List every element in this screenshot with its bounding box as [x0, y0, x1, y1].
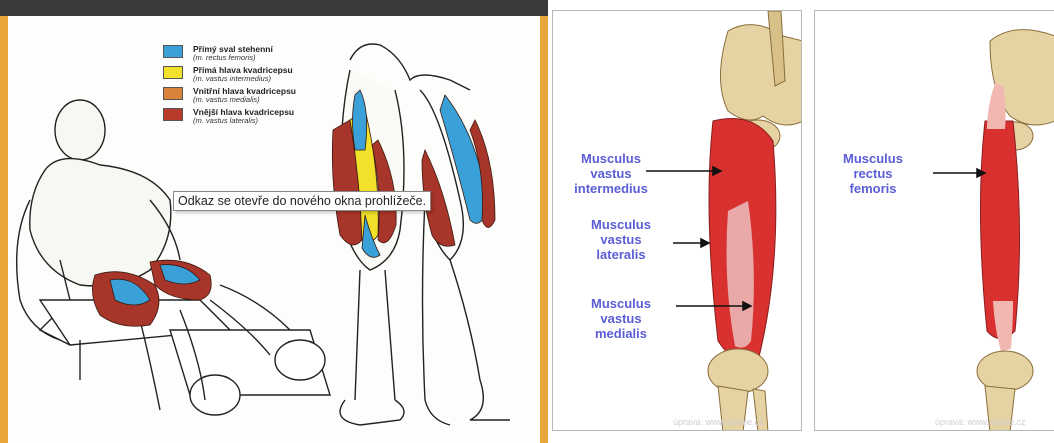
- label-line: intermedius: [571, 181, 651, 196]
- legend-swatch: [163, 45, 183, 58]
- label-line: Musculus: [571, 217, 671, 232]
- front-shin-bones: [355, 270, 395, 400]
- label-line: vastus: [571, 232, 671, 247]
- arrow-lateralis-head: [701, 239, 709, 247]
- legend-latin: (m. vastus lateralis): [193, 116, 258, 125]
- label-line: femoris: [833, 181, 913, 196]
- label-vastus-lateralis: Musculus vastus lateralis: [571, 217, 671, 262]
- label-line: rectus: [833, 166, 913, 181]
- knee-bone: [977, 351, 1033, 391]
- thigh-anatomy-drawing: [815, 11, 1054, 431]
- legend-swatch: [163, 108, 183, 121]
- label-line: vastus: [571, 166, 651, 181]
- image-credit: úprava: www.ronnie.cz: [673, 417, 764, 427]
- rectus-tendon-bottom: [993, 301, 1013, 351]
- leg-extension-illustration: Přímý sval stehenní (m. rectus femoris) …: [0, 0, 548, 443]
- label-rectus-femoris: Musculus rectus femoris: [833, 151, 913, 196]
- label-line: vastus: [571, 311, 671, 326]
- label-line: Musculus: [571, 151, 651, 166]
- label-vastus-intermedius: Musculus vastus intermedius: [571, 151, 651, 196]
- legend-latin: (m. rectus femoris): [193, 53, 256, 62]
- rectus-femoris-panel: Musculus rectus femoris úprava: www.ronn…: [814, 10, 1054, 431]
- label-line: Musculus: [571, 296, 671, 311]
- legend-swatch: [163, 66, 183, 79]
- label-line: Musculus: [833, 151, 913, 166]
- label-line: medialis: [571, 326, 671, 341]
- pelvis-bone: [721, 25, 803, 125]
- link-tooltip: Odkaz se otevře do nového okna prohlížeč…: [173, 191, 431, 211]
- label-vastus-medialis: Musculus vastus medialis: [571, 296, 671, 341]
- label-line: lateralis: [571, 247, 671, 262]
- rectus-tendon-top: [987, 83, 1006, 129]
- back-calf-outline: [450, 260, 510, 420]
- legend-latin: (m. vastus medialis): [193, 95, 260, 104]
- vastus-anatomy-panel: Musculus vastus intermedius Musculus vas…: [552, 10, 802, 431]
- legend-latin: (m. vastus intermedius): [193, 74, 271, 83]
- roller-right: [275, 340, 325, 380]
- legend-swatch: [163, 87, 183, 100]
- front-foot: [340, 400, 404, 425]
- torso-outline: [30, 159, 171, 286]
- image-credit: úprava: www.ronnie.cz: [935, 417, 1026, 427]
- head-outline: [55, 100, 105, 160]
- roller-left: [190, 375, 240, 415]
- knee-bone: [708, 349, 768, 393]
